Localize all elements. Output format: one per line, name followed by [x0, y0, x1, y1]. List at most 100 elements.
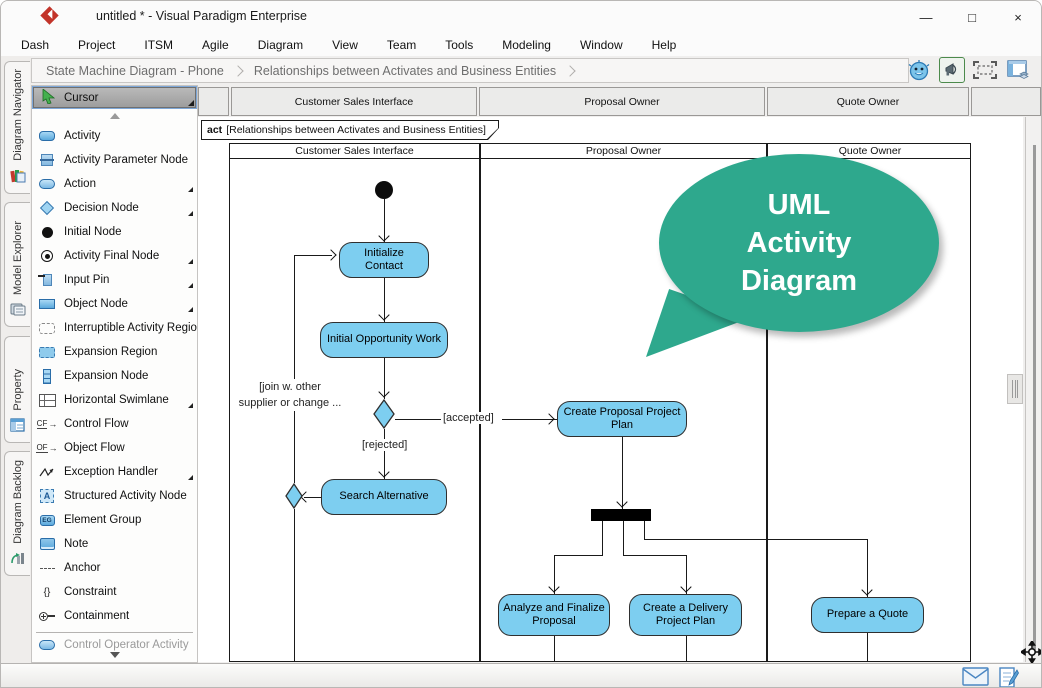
- toolbox-item-horizontal-swimlane[interactable]: Horizontal Swimlane: [32, 388, 197, 412]
- merge-node[interactable]: [285, 483, 303, 509]
- toolbox-cursor-label: Cursor: [64, 91, 99, 104]
- guard-label-rejected[interactable]: [rejected]: [360, 439, 410, 451]
- activity-parameter-node-icon: [38, 152, 56, 168]
- toolbox-cursor[interactable]: Cursor: [32, 86, 197, 109]
- expand-corner-icon: [188, 259, 193, 264]
- action-search-alternative[interactable]: Search Alternative: [321, 479, 447, 515]
- toolbox-item-constraint[interactable]: {}Constraint: [32, 580, 197, 604]
- menu-project[interactable]: Project: [78, 37, 116, 52]
- toolbox-item-action[interactable]: Action: [32, 172, 197, 196]
- tab-property[interactable]: Property: [4, 336, 30, 443]
- menu-team[interactable]: Team: [386, 37, 417, 52]
- menu-tools[interactable]: Tools: [445, 37, 474, 52]
- toolbox-item-exception-handler[interactable]: Exception Handler: [32, 460, 197, 484]
- tab-diagram-backlog[interactable]: Diagram Backlog: [4, 451, 30, 576]
- horizontal-swimlane-icon: [38, 392, 56, 408]
- window-layout-icon[interactable]: [1005, 57, 1031, 83]
- activity-icon: [38, 128, 56, 144]
- frame-selector-icon[interactable]: [972, 57, 998, 83]
- toolbox-item-interruptible-activity-region[interactable]: Interruptible Activity Region: [32, 316, 197, 340]
- action-create-a-delivery-project-plan[interactable]: Create a Delivery Project Plan: [629, 594, 742, 636]
- menu-window[interactable]: Window: [579, 37, 623, 52]
- flow-line: [602, 521, 604, 556]
- toolbox-item-control-flow[interactable]: CF→Control Flow: [36, 418, 129, 430]
- tab-label: Property: [11, 369, 24, 411]
- title-bar: untitled * - Visual Paradigm Enterprise …: [1, 1, 1041, 33]
- toolbox-item-activity-final-node[interactable]: Activity Final Node: [32, 244, 197, 268]
- scrollbar-thumb[interactable]: [1033, 145, 1036, 650]
- action-initialize-contact[interactable]: Initialize Contact: [339, 242, 429, 278]
- close-button[interactable]: ×: [1014, 9, 1022, 25]
- minimize-button[interactable]: —: [919, 9, 933, 25]
- toolbox-item-input-pin[interactable]: Input Pin: [32, 268, 197, 292]
- uml-activity-diagram-callout[interactable]: UML Activity Diagram: [659, 154, 939, 332]
- maximize-button[interactable]: □: [968, 9, 976, 25]
- menu-dash[interactable]: Dash: [21, 37, 50, 52]
- fork-node[interactable]: [591, 509, 651, 521]
- toolbox-item-overflow[interactable]: Control Operator Activity: [32, 636, 197, 654]
- mail-icon[interactable]: [962, 667, 989, 687]
- action-prepare-a-quote[interactable]: Prepare a Quote: [811, 597, 924, 633]
- toolbox-item-object-flow[interactable]: OF→Object Flow: [36, 442, 125, 454]
- breadcrumb-diagram-current[interactable]: Relationships between Activates and Busi…: [253, 63, 557, 78]
- side-tab-strip: Diagram Navigator Model Explorer Propert…: [1, 56, 31, 663]
- toolbox-item-containment[interactable]: Containment: [32, 604, 197, 628]
- flow-line: [554, 555, 556, 594]
- menu-help[interactable]: Help: [651, 37, 677, 52]
- breadcrumb-diagram-parent[interactable]: State Machine Diagram - Phone: [46, 63, 224, 78]
- menu-modeling[interactable]: Modeling: [502, 37, 551, 52]
- toolbox-item-note[interactable]: Note: [32, 532, 197, 556]
- vertical-scrollbar[interactable]: [1025, 117, 1041, 662]
- splitter-grip[interactable]: [1007, 374, 1023, 404]
- chevron-right-icon: [232, 64, 244, 77]
- flow-line: [644, 539, 868, 541]
- pan-tool-icon[interactable]: [1019, 639, 1041, 665]
- swimlane-header-stub[interactable]: [971, 87, 1041, 116]
- diagram-canvas[interactable]: act [Relationships between Activates and…: [198, 117, 1023, 662]
- swimlane-header-customer-sales-interface[interactable]: Customer Sales Interface: [231, 87, 477, 116]
- menu-itsm[interactable]: ITSM: [144, 37, 174, 52]
- decision-node-icon: [38, 200, 56, 216]
- toolbox-item-activity[interactable]: Activity: [32, 124, 197, 148]
- lane-divider: [766, 144, 769, 662]
- robot-assistant-icon[interactable]: [906, 57, 932, 83]
- interruptible-activity-region-icon: [38, 320, 56, 336]
- swimlane-header-quote-owner[interactable]: Quote Owner: [767, 87, 969, 116]
- activity-final-node-icon: [38, 248, 56, 264]
- menu-diagram[interactable]: Diagram: [257, 37, 304, 52]
- toolbox-item-object-node[interactable]: Object Node: [32, 292, 197, 316]
- decision-node[interactable]: [373, 399, 395, 429]
- swimlane-header-stub[interactable]: [198, 87, 229, 116]
- initial-node[interactable]: [375, 181, 393, 199]
- toolbox-item-initial-node[interactable]: Initial Node: [32, 220, 197, 244]
- collapse-up-icon[interactable]: [110, 113, 120, 119]
- toolbox-item-decision-node[interactable]: Decision Node: [32, 196, 197, 220]
- announcement-icon[interactable]: [939, 57, 965, 83]
- activity-frame: Customer Sales Interface Proposal Owner …: [229, 143, 971, 662]
- activity-frame-label[interactable]: act [Relationships between Activates and…: [201, 120, 499, 140]
- toolbox-item-expansion-region[interactable]: Expansion Region: [32, 340, 197, 364]
- guard-label-join[interactable]: [join w. other supplier or change ...: [232, 379, 348, 411]
- tab-model-explorer[interactable]: Model Explorer: [4, 202, 30, 327]
- exception-handler-icon: [38, 464, 56, 480]
- toolbox-item-expansion-node[interactable]: Expansion Node: [32, 364, 197, 388]
- lane-title-proposal-owner[interactable]: Proposal Owner: [585, 145, 662, 157]
- tab-diagram-navigator[interactable]: Diagram Navigator: [4, 61, 30, 194]
- toolbox-item-anchor[interactable]: Anchor: [32, 556, 197, 580]
- action-analyze-and-finalize-proposal[interactable]: Analyze and Finalize Proposal: [498, 594, 610, 636]
- action-initial-opportunity-work[interactable]: Initial Opportunity Work: [320, 322, 448, 358]
- edit-note-icon[interactable]: [999, 667, 1019, 687]
- action-create-proposal-project-plan[interactable]: Create Proposal Project Plan: [557, 401, 687, 437]
- object-flow-icon: OF→: [36, 442, 58, 453]
- guard-label-accepted[interactable]: [accepted]: [441, 412, 496, 424]
- collapse-down-icon[interactable]: [110, 652, 120, 658]
- cursor-icon: [42, 87, 56, 107]
- menu-agile[interactable]: Agile: [202, 37, 229, 52]
- menu-view[interactable]: View: [332, 37, 358, 52]
- toolbox-item-activity-parameter-node[interactable]: Activity Parameter Node: [32, 148, 197, 172]
- swimlane-header-proposal-owner[interactable]: Proposal Owner: [479, 87, 765, 116]
- lane-title-customer-sales-interface[interactable]: Customer Sales Interface: [295, 145, 414, 157]
- lane-title-quote-owner[interactable]: Quote Owner: [838, 145, 902, 157]
